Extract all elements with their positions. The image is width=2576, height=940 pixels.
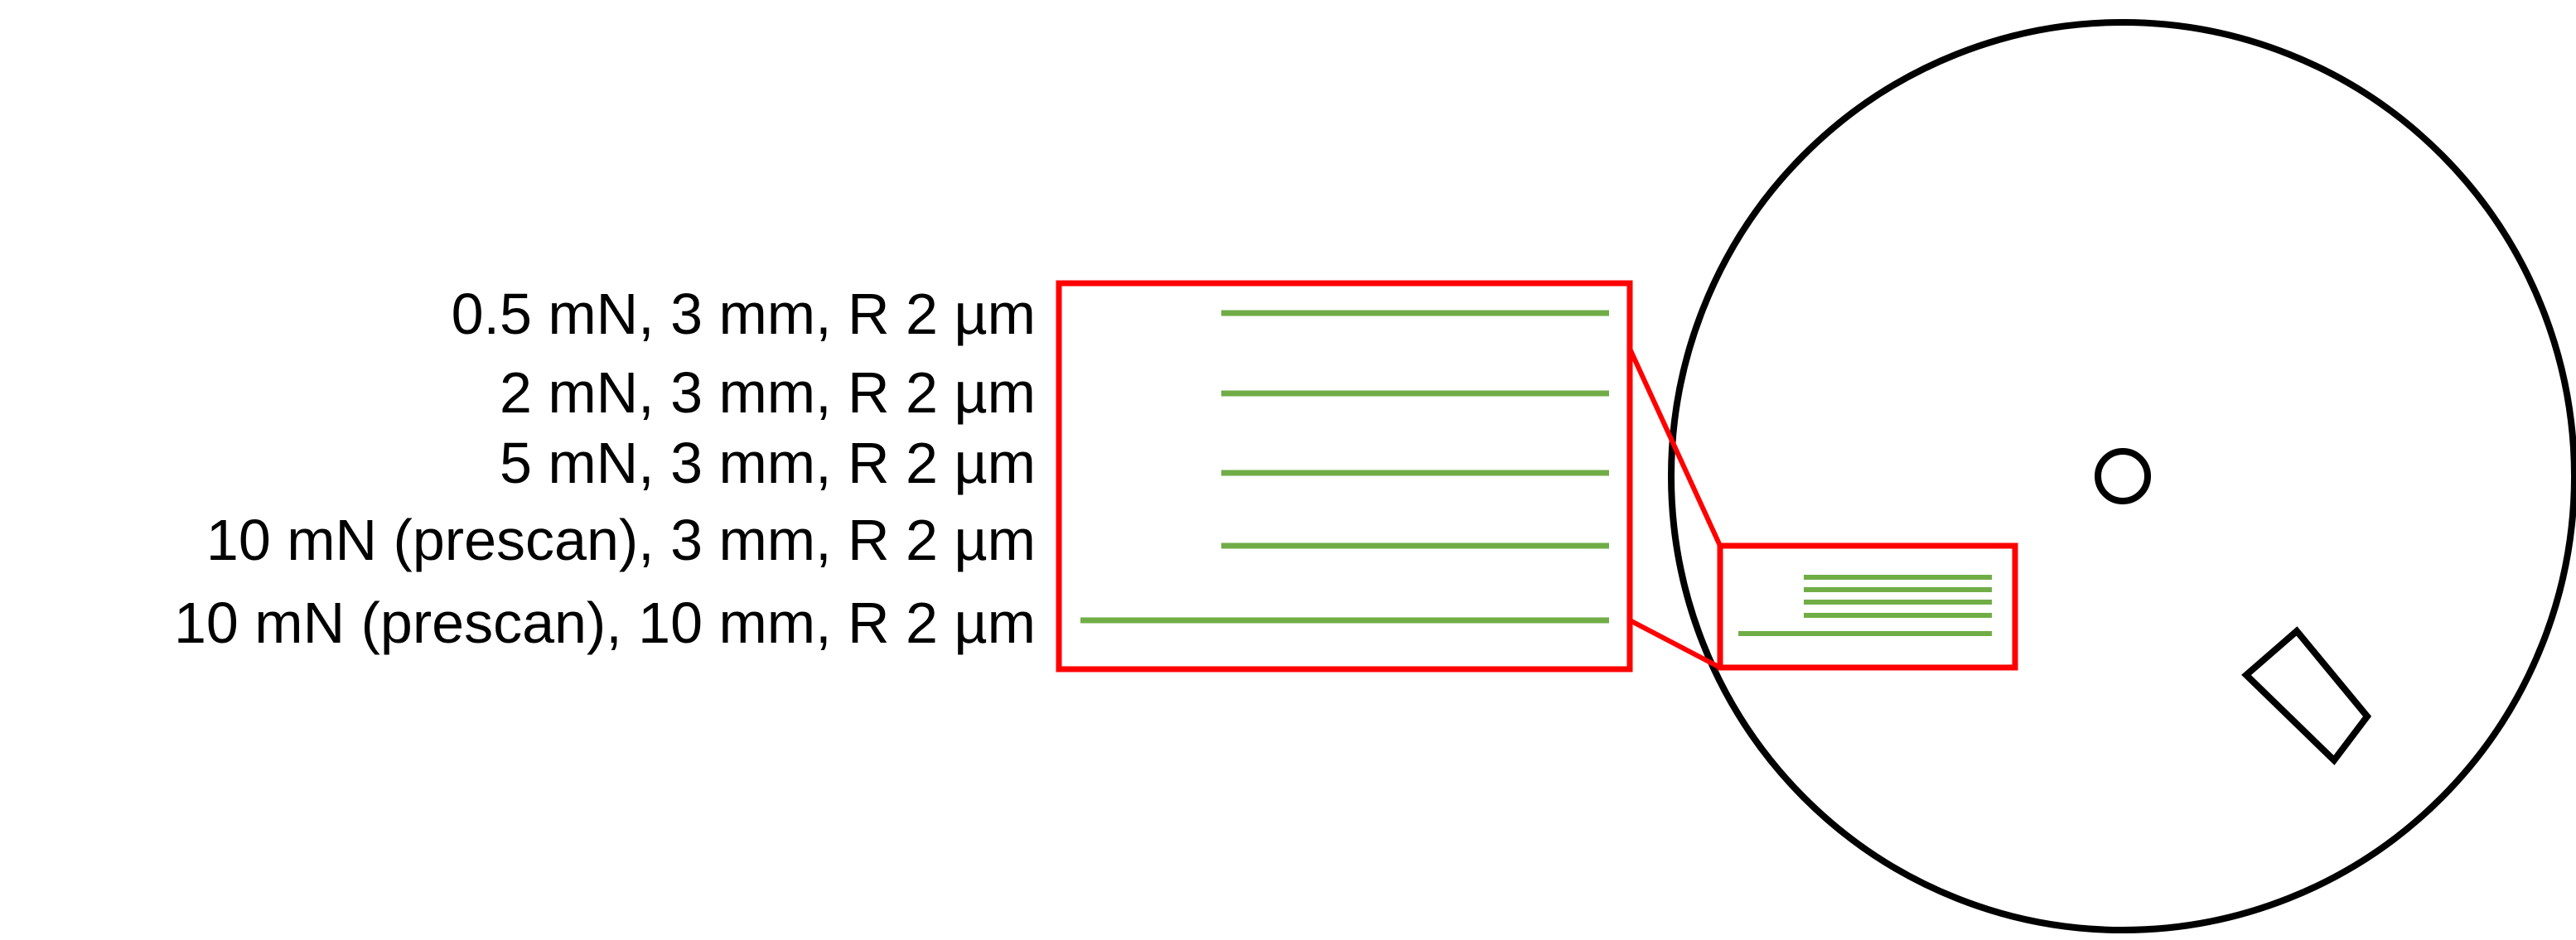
small-scratch-lines <box>1738 575 1992 636</box>
magnified-scratch-lines <box>1080 310 1609 624</box>
scratch-labels: 0.5 mN, 3 mm, R 2 µm 2 mN, 3 mm, R 2 µm … <box>174 282 1036 655</box>
zoom-connector-top <box>1627 347 1723 547</box>
magnified-scratch-box <box>1056 280 1633 672</box>
zoom-connector-bottom <box>1628 618 1722 670</box>
sample-disk <box>1668 19 2576 933</box>
scratch-label-4: 10 mN (prescan), 3 mm, R 2 µm <box>206 508 1036 572</box>
scratch-label-5: 10 mN (prescan), 10 mm, R 2 µm <box>174 591 1036 655</box>
scratch-label-2: 2 mN, 3 mm, R 2 µm <box>500 360 1036 425</box>
scratch-label-1: 0.5 mN, 3 mm, R 2 µm <box>452 282 1036 346</box>
center-hole <box>2095 448 2151 504</box>
scratch-region-box <box>1717 542 2018 671</box>
scratch-label-3: 5 mN, 3 mm, R 2 µm <box>500 431 1036 495</box>
rectangular-mark <box>2241 626 2372 766</box>
